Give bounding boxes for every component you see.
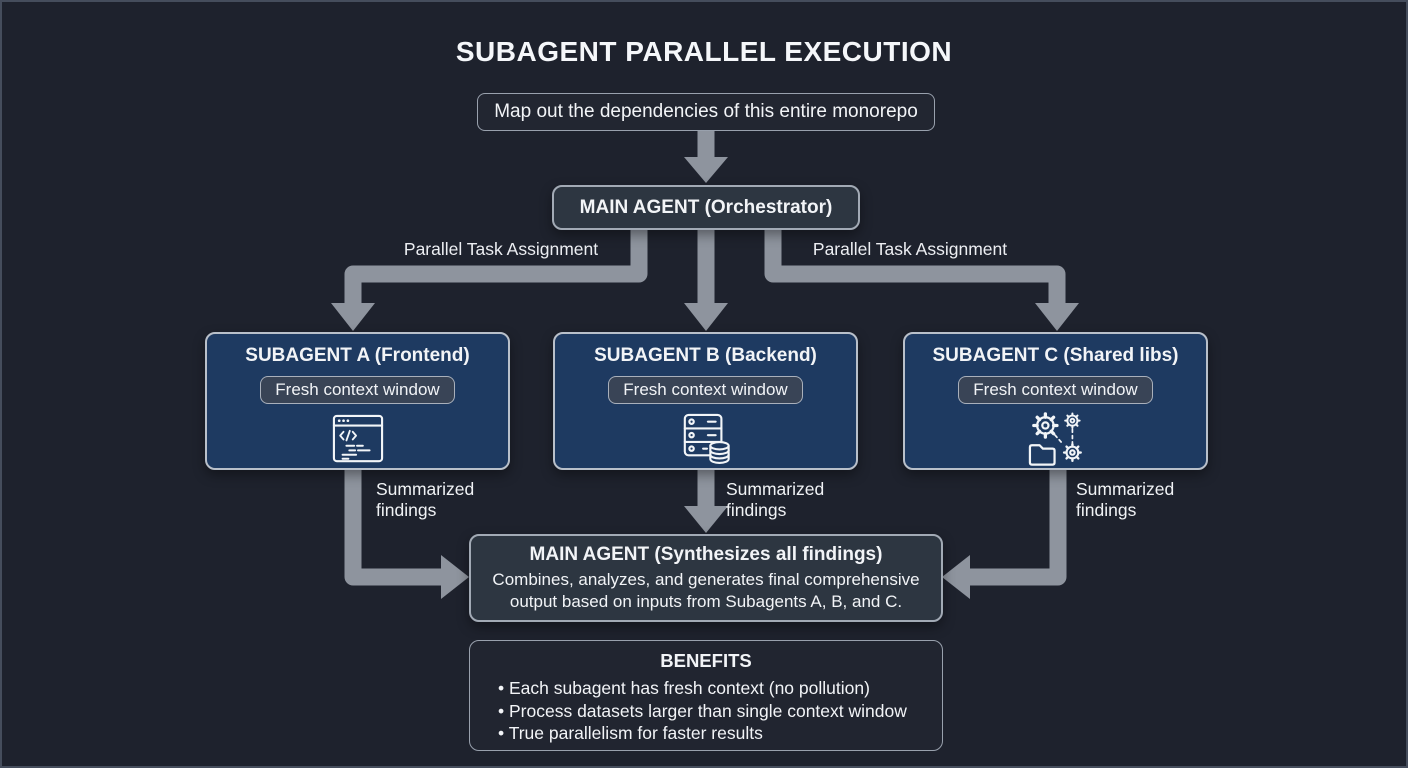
server-database-icon xyxy=(679,410,733,468)
prompt-box: Map out the dependencies of this entire … xyxy=(477,93,935,131)
gears-folder-icon xyxy=(1026,410,1086,468)
arrowhead-down xyxy=(684,157,728,183)
arrowhead-down xyxy=(684,506,728,533)
prompt-text: Map out the dependencies of this entire … xyxy=(494,101,918,122)
subagent-c-context-badge: Fresh context window xyxy=(958,376,1153,404)
edge-label-right: Parallel Task Assignment xyxy=(812,239,1008,259)
benefits-title: BENEFITS xyxy=(660,650,752,671)
benefits-panel: BENEFITS Each subagent has fresh context… xyxy=(469,640,943,751)
orchestrator-node: MAIN AGENT (Orchestrator) xyxy=(552,185,860,230)
orchestrator-label: MAIN AGENT (Orchestrator) xyxy=(579,196,833,218)
subagent-a-context-badge: Fresh context window xyxy=(260,376,455,404)
subagent-a-title: SUBAGENT A (Frontend) xyxy=(245,345,470,366)
synthesizer-title: MAIN AGENT (Synthesizes all findings) xyxy=(529,544,883,565)
benefits-list: Each subagent has fresh context (no poll… xyxy=(498,677,914,745)
benefit-item: True parallelism for faster results xyxy=(498,722,914,745)
arrowhead-down xyxy=(1035,303,1079,331)
browser-code-icon xyxy=(331,410,385,468)
subagent-c-title: SUBAGENT C (Shared libs) xyxy=(932,345,1179,366)
arrowhead-down xyxy=(684,303,728,331)
subagent-b-context-badge: Fresh context window xyxy=(608,376,803,404)
summarized-findings-label-b: Summarized findings xyxy=(726,479,825,520)
benefit-item: Each subagent has fresh context (no poll… xyxy=(498,677,914,700)
subagent-b-title: SUBAGENT B (Backend) xyxy=(594,345,817,366)
subagent-c-node: SUBAGENT C (Shared libs) Fresh context w… xyxy=(903,332,1208,470)
benefit-item: Process datasets larger than single cont… xyxy=(498,700,914,723)
arrowhead-left xyxy=(942,555,970,599)
arrow-c-to-synth xyxy=(968,468,1067,586)
synthesizer-node: MAIN AGENT (Synthesizes all findings) Co… xyxy=(469,534,943,622)
summarized-findings-label-a: Summarized findings xyxy=(376,479,475,520)
synthesizer-description: Combines, analyzes, and generates final … xyxy=(492,570,920,611)
arrowhead-down xyxy=(331,303,375,331)
subagent-a-node: SUBAGENT A (Frontend) Fresh context wind… xyxy=(205,332,510,470)
summarized-findings-label-c: Summarized findings xyxy=(1076,479,1175,520)
edge-label-left: Parallel Task Assignment xyxy=(403,239,599,259)
page-title: SUBAGENT PARALLEL EXECUTION xyxy=(455,36,953,67)
subagent-b-node: SUBAGENT B (Backend) Fresh context windo… xyxy=(553,332,858,470)
arrowhead-right xyxy=(441,555,469,599)
